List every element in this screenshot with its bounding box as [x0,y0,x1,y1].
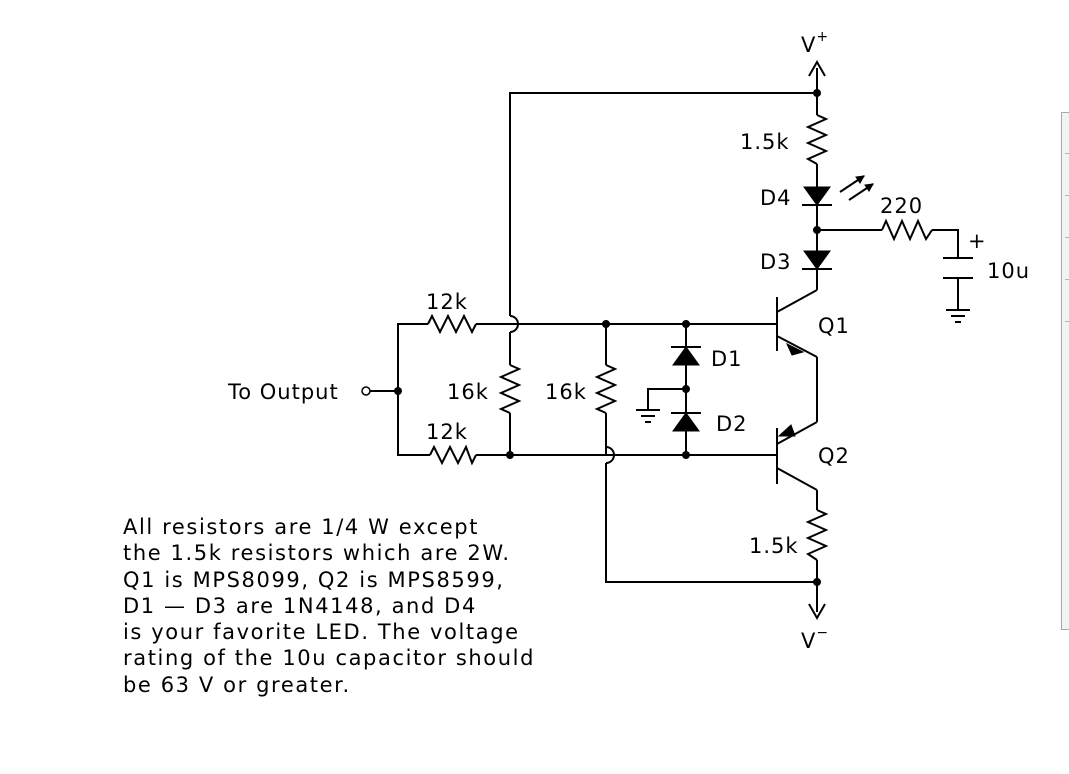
supply-negative-label: V− [801,625,829,653]
ground-icon [636,409,660,423]
diode-d3 [802,250,832,270]
label-d2: D2 [716,412,748,436]
label-d3: D3 [760,250,792,274]
resistor-16k-right [594,364,618,414]
ground-icon [946,309,970,323]
resistor-1k5-top [805,114,829,165]
led-arrows-icon [839,175,874,201]
component-notes: All resistors are 1/4 W except the 1.5k … [123,515,536,697]
supply-arrow-up-icon [808,59,826,77]
label-cap-plus: + [968,229,987,253]
junction-dots [394,89,821,586]
label-q1: Q1 [818,314,850,338]
diode-d4-led [802,175,874,206]
transistor-q1 [776,297,805,356]
label-d4: D4 [760,186,792,210]
label-1k5-top: 1.5k [740,130,790,154]
label-220: 220 [880,194,923,218]
side-panel-edge [1061,112,1069,630]
label-12k-top: 12k [426,290,468,314]
label-10u: 10u [987,259,1030,283]
output-terminal [361,386,371,396]
resistor-1k5-bottom [805,509,829,561]
label-d1: D1 [711,347,743,371]
resistor-16k-left [498,364,522,414]
label-16k-right: 16k [545,380,587,404]
label-1k5-bottom: 1.5k [749,534,799,558]
resistor-220 [881,218,933,242]
diode-d1 [671,346,701,366]
label-q2: Q2 [818,444,850,468]
label-16k-left: 16k [447,380,489,404]
capacitor-10u [943,257,973,279]
resistor-12k-bottom [429,444,477,466]
label-12k-bottom: 12k [426,420,468,444]
label-output: To Output [227,380,339,404]
supply-arrow-down-icon [808,603,826,621]
resistor-12k-top [427,313,477,335]
transistor-q2 [776,424,796,484]
supply-positive-label: V+ [801,29,829,57]
diode-d2 [671,412,701,432]
